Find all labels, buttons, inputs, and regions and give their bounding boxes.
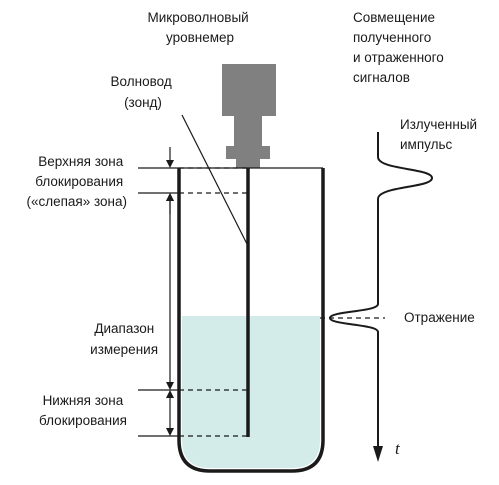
device-label: Микроволновый уровнемер [148,10,253,45]
lower-zone-arrow [166,390,174,436]
emitted-pulse-label: Излученный импульс [400,117,481,152]
measuring-range-label: Диапазон измерения [90,321,158,357]
upper-zone-label: Верхняя зона блокирования («слепая» зона… [26,154,127,209]
zone-marker-lines [138,167,179,437]
range-arrow [166,193,174,390]
signal-trace [328,132,434,448]
tank-wall [177,168,325,473]
time-axis-label: t [395,439,401,458]
liquid-fill [182,316,320,468]
probe-label: Волновод (зонд) [111,74,176,110]
probe-leader [181,114,248,245]
level-gauge-device [222,64,276,168]
reflection-label: Отражение [404,310,475,325]
time-arrowhead [373,446,383,462]
lower-zone-label: Нижняя зона блокирования [39,393,127,428]
combined-signal-label: Совмещение полученного и отраженного сиг… [353,10,448,85]
